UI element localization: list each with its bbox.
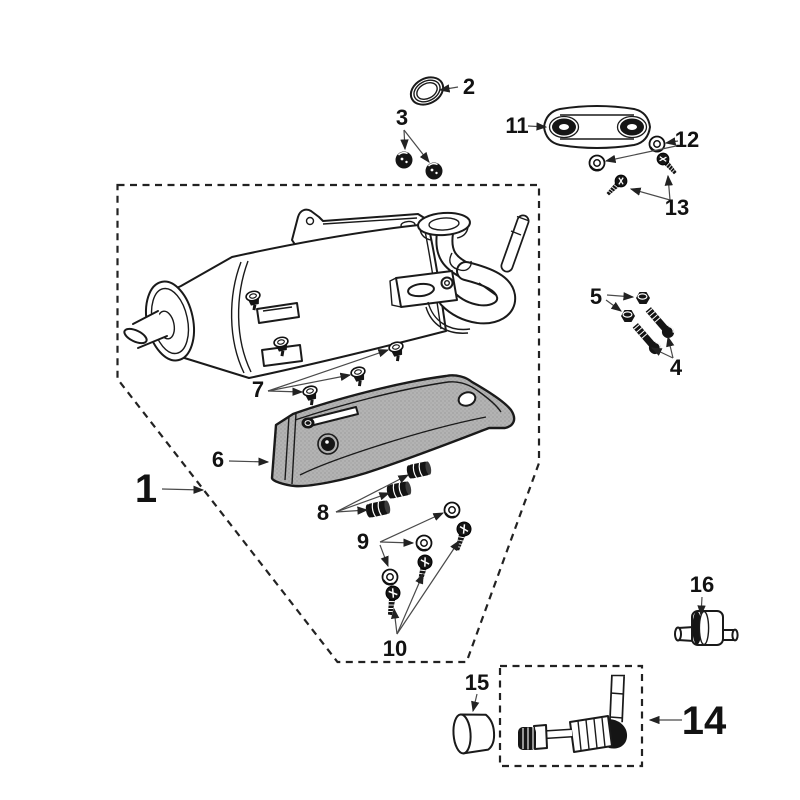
- part-label-13: 13: [665, 195, 689, 220]
- part-9-washer-b: [415, 534, 433, 552]
- part-12-washer-b: [588, 154, 606, 172]
- part-16-damper: [674, 610, 739, 646]
- part-8-spacer-c: [364, 499, 392, 519]
- part-8-spacer-a: [405, 460, 433, 480]
- part-label-7: 7: [252, 377, 264, 402]
- part-label-9: 9: [357, 529, 369, 554]
- part-5-nut-a: [635, 291, 651, 305]
- part-label-3: 3: [396, 105, 408, 130]
- part-label-1: 1: [135, 467, 157, 511]
- part-13-screw-a: [602, 171, 631, 200]
- part-label-2: 2: [463, 74, 475, 99]
- part-10-screw-b: [412, 552, 435, 586]
- part-label-4: 4: [670, 355, 683, 380]
- part-label-11: 11: [505, 113, 528, 138]
- muffler-assembly-drawing: [123, 208, 530, 379]
- part-7-bolt-c: [386, 339, 408, 364]
- part-label-15: 15: [465, 670, 489, 695]
- part-3-nut-a: [394, 150, 414, 170]
- part-13-screw-b: [653, 149, 681, 178]
- part-9-washer-c: [381, 568, 399, 586]
- part-9-washer-a: [443, 501, 461, 519]
- part-5-nut-b: [620, 309, 636, 323]
- part-2-gasket-ring: [409, 76, 445, 106]
- part-11-mounting-plate: [543, 105, 651, 149]
- part-label-8: 8: [317, 500, 329, 525]
- part-7-bolt-b: [348, 364, 370, 389]
- part-label-14: 14: [682, 699, 727, 743]
- leader-lines: [161, 84, 706, 725]
- part-10-screw-a: [449, 519, 474, 553]
- part-7-bolt-a: [300, 383, 322, 408]
- valve-group-boundary: [498, 664, 644, 768]
- part-label-5: 5: [590, 284, 602, 309]
- part-label-16: 16: [690, 572, 714, 597]
- part-14-air-valve: [518, 674, 628, 753]
- part-labels: 1 2 3 4 5 6 7 8 9 10 11 12 13 14 15 16: [135, 74, 727, 743]
- part-3-nut-b: [424, 161, 444, 181]
- heat-shield-drawing: [270, 374, 516, 488]
- part-label-10: 10: [383, 636, 407, 661]
- part-10-screw-c: [382, 584, 402, 617]
- part-15-sleeve: [452, 713, 496, 755]
- part-4-bolt-a: [643, 304, 678, 342]
- part-label-12: 12: [675, 127, 699, 152]
- part-label-6: 6: [212, 447, 224, 472]
- part-8-spacer-b: [385, 480, 413, 500]
